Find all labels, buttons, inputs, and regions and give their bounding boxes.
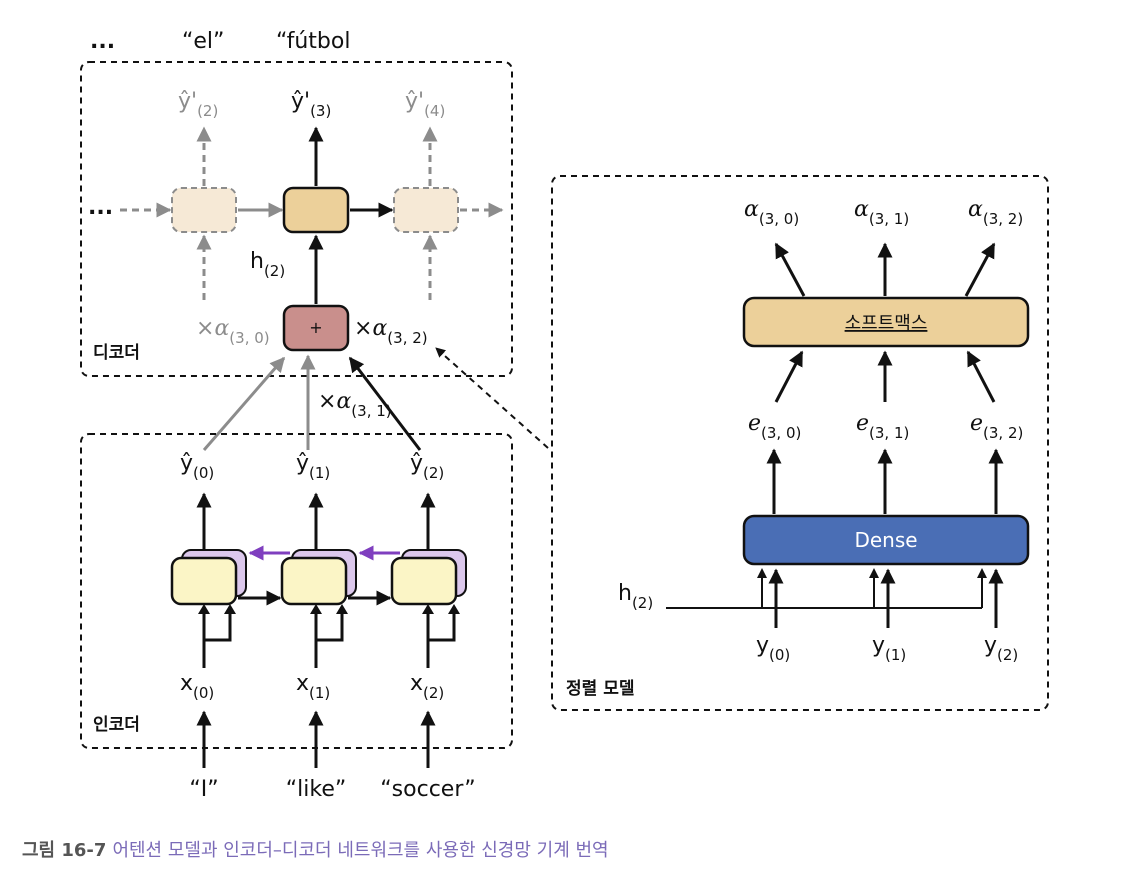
decoder-cell-prev [171,187,237,233]
arrow-softmax-out-0 [774,242,806,297]
plus-cell [282,304,350,352]
encoder-output-1: ŷ(1) [296,451,330,482]
input-word-soccer: “soccer” [380,777,475,802]
encoder-section: 인코더 ŷ(0) ŷ(1) ŷ(2) x(0) x(1) x(2) [80,433,513,768]
arrow-attn-0 [202,356,286,451]
decoder-label: 디코더 [93,343,140,363]
decoder-ellipsis: ... [88,195,113,220]
encoder-cell-1 [280,556,348,606]
weight-alpha-3-2: ×α(3, 2) [354,316,428,347]
arrow-enc-in-2-heads [422,604,460,614]
top-word-ellipsis: ... [90,29,115,54]
dense-box [742,514,1030,566]
arrow-enc-in-2 [426,608,456,668]
dense-label: Dense [854,528,917,552]
arrow-softmax-out-2 [964,242,996,297]
decoder-output-3: ŷ'(3) [291,89,331,120]
plus-symbol: + [309,318,322,337]
arrow-enc-in-0 [202,608,232,668]
align-hidden-label: h(2) [618,581,653,612]
encoder-label: 인코더 [93,715,140,735]
encoder-frame [80,433,513,749]
encoder-input-1: x(1) [296,671,330,702]
arrow-energy-2 [966,350,996,403]
top-word-futbol: “fútbol [276,29,350,54]
alignment-frame [551,175,1049,711]
energy-3-0: e(3, 0) [748,411,801,442]
decoder-output-4: ŷ'(4) [405,89,445,120]
input-word-like: “like” [286,777,347,802]
align-input-0: y(0) [756,633,790,664]
energy-3-1: e(3, 1) [856,411,909,442]
encoder-output-0: ŷ(0) [180,451,214,482]
alignment-section: 정렬 모델 α(3, 0) α(3, 1) α(3, 2) 소프트맥스 e(3,… [551,175,1049,711]
top-word-el: “el” [182,29,224,54]
caption-number: 그림 16-7 [22,840,107,861]
decoder-hidden-label: h(2) [250,249,285,280]
softmax-label: 소프트맥스 [845,313,928,334]
encoder-input-0: x(0) [180,671,214,702]
input-word-i: “I” [189,777,218,802]
arrow-enc-in-1-heads [310,604,348,614]
arrow-enc-in-0-heads [198,604,236,614]
decoder-frame [80,61,513,377]
encoder-cell-0 [170,556,238,606]
align-alpha-3-0: α(3, 0) [744,197,799,228]
softmax-box [742,296,1030,348]
arrow-energy-0 [774,350,804,403]
align-input-2: y(2) [984,633,1018,664]
decoder-section: 디코더 ... “el” “fútbol ŷ'(2) ŷ'(3) ŷ'(4) .… [80,29,513,420]
arrow-enc-in-1 [314,608,344,668]
encoder-input-2: x(2) [410,671,444,702]
align-alpha-3-1: α(3, 1) [854,197,909,228]
decoder-output-2: ŷ'(2) [178,89,218,120]
encoder-output-2: ŷ(2) [410,451,444,482]
decoder-cell-next [393,187,459,233]
weight-alpha-3-0: ×α(3, 0) [196,316,270,347]
hidden-line [666,572,983,609]
encoder-cell-2 [390,556,458,606]
alignment-label: 정렬 모델 [566,678,634,699]
connector-to-alignment [435,347,549,449]
caption-text: 어텐션 모델과 인코더–디코더 네트워크를 사용한 신경망 기계 번역 [112,840,609,861]
weight-alpha-3-1: ×α(3, 1) [318,389,392,420]
energy-3-2: e(3, 2) [970,411,1023,442]
align-alpha-3-2: α(3, 2) [968,197,1023,228]
align-input-1: y(1) [872,633,906,664]
decoder-cell-current [282,186,350,234]
hidden-line-heads [757,568,987,578]
